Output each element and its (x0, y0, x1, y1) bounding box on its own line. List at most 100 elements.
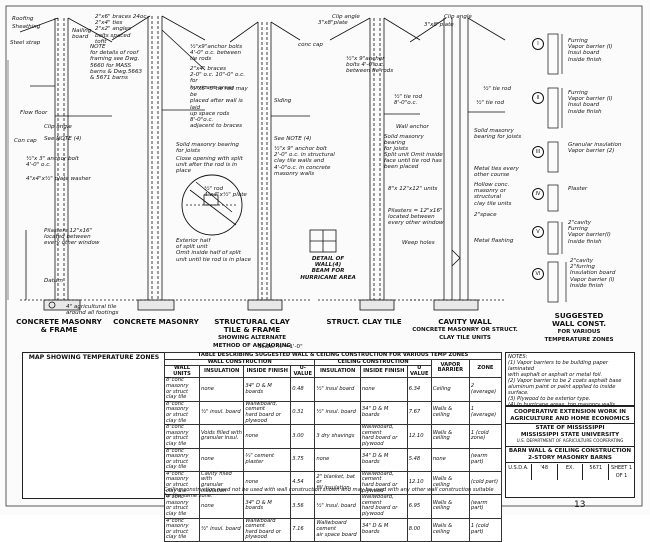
label-plate-2: 3"x8"plate (424, 22, 454, 28)
label-wall-anchor: Wall anchor (396, 124, 429, 130)
table-cell-vb: Ceiling (430, 377, 470, 402)
temperature-zone-map (22, 363, 165, 499)
label-metal-ties: Metal ties every other course (474, 166, 519, 179)
university-text: MISSISSIPPI STATE UNIVERSITY (520, 431, 620, 438)
table-cell-vb: Walls & ceiling (430, 517, 470, 542)
table-cell-wall-units: 8"conc masonry or struct clay tile (163, 447, 201, 472)
notes-block: NOTES: (1) Vapor barriers to be building… (505, 352, 635, 438)
label-weep-holes: Weep holes (402, 240, 435, 246)
table-cell-c-ins: 3 dry shavings (314, 424, 361, 449)
zone-marker-I: I (532, 38, 544, 50)
label-space-2: 2"space (474, 212, 497, 218)
state-text: STATE OF MISSISSIPPI (535, 425, 605, 432)
label-solid-masonry-2: Solid masonry bearing for joists (384, 134, 424, 153)
zone-labels-VI: 2"cavity 2"furring Insulation board Vapo… (570, 258, 616, 289)
cell-ex: EX. (558, 464, 584, 481)
zone-marker-II: II (532, 92, 544, 104)
drawing-title: BARN WALL & CEILING CONSTRUCTION 2-STORY… (508, 447, 632, 461)
ceiling-group-header: CEILING CONSTRUCTION (314, 358, 432, 367)
suggested-wall-diagrams (547, 33, 567, 303)
label-solid-masonry: Solid masonry bearing for joists (176, 142, 239, 155)
zone-marker-VI: VI (532, 268, 544, 280)
label-metal-flashing: Metal flashing (474, 238, 514, 244)
table-cell-vb: Walls & ceiling (430, 400, 470, 426)
table-cell-zn: 1 (cold part) (468, 517, 503, 542)
table-cell-c-fin: Wallwboard, cement hard board or plywood (359, 470, 408, 496)
label-sheathing: Sheathing (12, 24, 41, 30)
label-clip-angle-3: Clip angle (44, 124, 72, 130)
label-plate-washer: 4"x4"x½" plate washer (26, 176, 91, 182)
table-cell-c-ins: none (314, 447, 361, 472)
label-roofing: Roofing (12, 16, 34, 22)
caption-concrete-masonry: CONCRETE MASONRY (113, 317, 199, 326)
caption-clay-tile: STRUCT. CLAY TILE (326, 317, 402, 326)
table-cell-inside: Wallwboard cement hard board or plywood (243, 517, 292, 542)
wall-section-clay-frame (181, 21, 310, 311)
table-footnote: Ceiling construction need not be used wi… (164, 487, 494, 499)
col-ceil-insulation: INSULATION (314, 365, 361, 379)
table-cell-insulation: ½" insul. board (199, 517, 245, 542)
table-cell-c-ins: Wallwboard cement air space board (314, 517, 361, 542)
label-close-opening: Close opening with split unit after the … (176, 156, 243, 175)
label-anchor-bolt-3: ½"x 3" anchor bolt 4'-0" o.c. (26, 156, 79, 169)
table-cell-cu: 6.34 (406, 377, 432, 402)
col-ceil-u: U VALUE (406, 365, 432, 379)
zone-labels-IV: Plaster (568, 186, 588, 192)
table-cell-wall-units: 8"conc masonry or struct clay tile (163, 377, 201, 402)
label-solid-masonry-3: Solid masonry bearing for joists (474, 128, 522, 141)
table-cell-wall-units: 4"conc masonry or struct clay tile (163, 470, 201, 496)
label-clip-angle-2: Clip angle (444, 14, 472, 20)
drawing-scale: Scale: ½"=1'-0" (258, 344, 303, 350)
col-insulation: INSULATION (199, 365, 245, 379)
label-split-unit: Split unit Omit inside face until tie ro… (384, 152, 443, 171)
zone-labels-II: Furring Vapor barrier (I) Insul board In… (568, 90, 613, 115)
table-cell-wall-units: 8"conc masonry or struct clay tile (163, 400, 201, 426)
zone-marker-IV: IV (532, 188, 544, 200)
cell-year: '48 (532, 464, 558, 481)
table-cell-c-fin: 34" D & M boards (359, 400, 408, 426)
table-cell-insulation: none (199, 447, 245, 472)
table-cell-cu: 5.48 (406, 447, 432, 472)
table-cell-wu: 0.48 (290, 377, 316, 402)
dept-text: U.S. DEPARTMENT OF AGRICULTURE COOPERATI… (516, 438, 624, 444)
zone-marker-III: III (532, 146, 544, 158)
title-block: COOPERATIVE EXTENSION WORK IN AGRICULTUR… (505, 406, 635, 498)
page-number: 13 (574, 500, 586, 510)
col-wall-units: WALL UNITS (163, 365, 201, 379)
table-cell-c-fin: Wallwboard, cement hard board or plywood (359, 424, 408, 449)
label-tie-rod-sm: ½" rod 4"x4"x½" plate (204, 186, 247, 199)
table-cell-zn: (warm part) (468, 447, 503, 472)
label-plate-3x8: 3"x8"plate (318, 20, 348, 26)
col-u-value: U-VALUE (290, 365, 316, 379)
label-steel-strap: Steel strap (10, 40, 41, 46)
table-cell-cu: 12.10 (406, 470, 432, 496)
label-tie-rod: ½" tie rod (483, 86, 512, 92)
title-cells: U.S.D.A. '48 EX. 5671 SHEET 1 OF 1 (506, 464, 634, 481)
label-tie-rod-2: ½" tie rod 8'-0"o.c. (394, 94, 423, 107)
label-pilasters: Pilasters 12"x16" located between every … (44, 228, 100, 247)
table-cell-wu: 3.00 (290, 424, 316, 449)
label-clip-angle: Clip angle (332, 14, 360, 20)
label-con-cap: Con cap (14, 138, 37, 144)
table-cell-insulation: none (199, 377, 245, 402)
coop-text: COOPERATIVE EXTENSION WORK IN AGRICULTUR… (510, 409, 630, 422)
table-cell-wu: 7.16 (290, 517, 316, 542)
label-framing-note: NOTE for details of roof framing see Dwg… (90, 44, 143, 82)
table-cell-inside: none (243, 424, 292, 449)
table-cell-insulation: Cavity filled with granular insulation (199, 470, 245, 496)
table-cell-c-ins: ½" insul. board (314, 400, 361, 426)
label-pilasters-2: Pilasters = 12"x16" located between ever… (388, 208, 444, 227)
table-cell-vb: none (430, 447, 470, 472)
label-units-8x12: 8"x 12"x12" units (388, 186, 438, 192)
table-cell-insulation: ½" insul. board (199, 400, 245, 426)
wall-section-concrete-frame (7, 17, 113, 311)
wall-section-concrete-masonry (111, 15, 210, 311)
label-rod-note: ½"x6"-5"tie rod may be placed after wall… (190, 86, 248, 130)
